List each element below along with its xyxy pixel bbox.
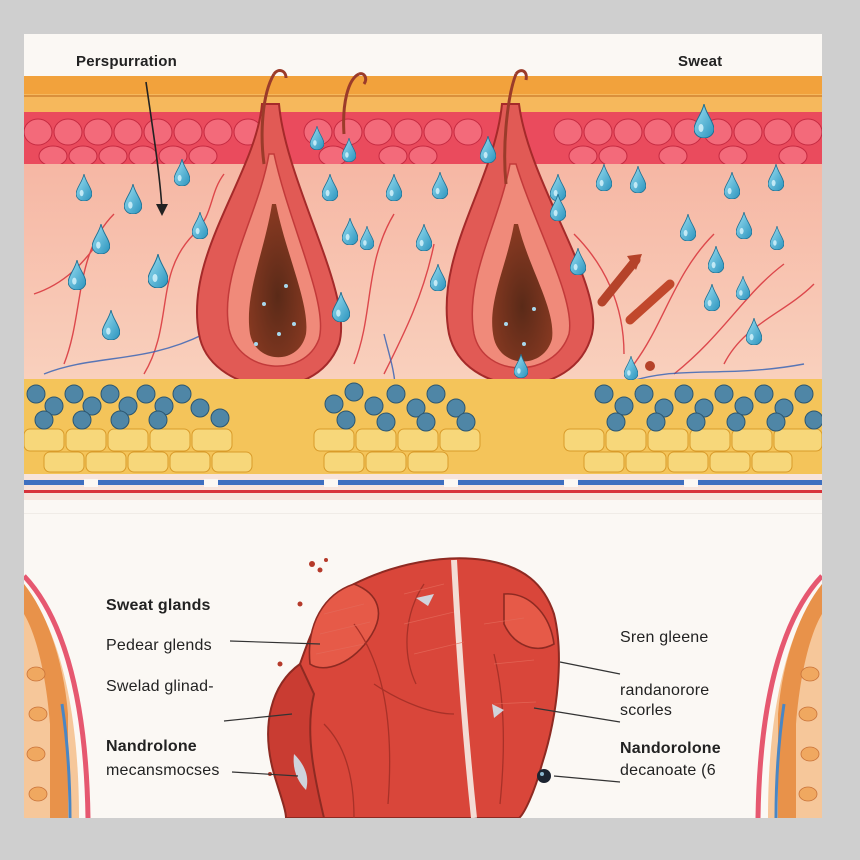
label-sweat-glands: Sweat glands xyxy=(106,597,211,614)
skin-cross-section xyxy=(24,34,822,514)
stratum-corneum xyxy=(24,76,822,96)
tissue-strip-left xyxy=(24,574,91,818)
label-sren-gleene: Sren gleene xyxy=(620,629,709,646)
label-nandorolone: Nandorolone xyxy=(620,740,721,757)
muscle-torso-icon xyxy=(267,557,560,818)
lipid-cluster xyxy=(26,382,822,432)
dermis-layer xyxy=(24,164,822,379)
arrow-icon xyxy=(145,81,168,216)
vein-band xyxy=(24,480,822,485)
leader-lines xyxy=(223,640,621,783)
label-decanoate: decanoate (6 xyxy=(620,762,716,779)
label-mecansmocses: mecansmocses xyxy=(106,762,220,779)
sweat-gland-right xyxy=(445,103,595,386)
label-randanorore: randanorore xyxy=(620,682,710,699)
tissue-strip-right xyxy=(755,574,822,818)
label-swelad-glinad: Swelad glinad- xyxy=(106,678,214,695)
gland-marker xyxy=(537,769,551,783)
label-perspiration: Perspurration xyxy=(76,53,177,70)
label-scorles: scorles xyxy=(620,702,673,719)
label-nandrolone: Nandrolone xyxy=(106,738,197,755)
hair-follicle-icon xyxy=(260,69,528,185)
sweat-gland-left xyxy=(196,103,343,388)
diagram-frame: Perspurration Sweat Sweat glands Pedear … xyxy=(24,34,822,818)
steroid-arrows xyxy=(597,254,675,371)
label-sweat: Sweat xyxy=(678,53,723,70)
label-pedear-glends: Pedear glends xyxy=(106,637,212,654)
muscle-panel xyxy=(24,514,822,818)
